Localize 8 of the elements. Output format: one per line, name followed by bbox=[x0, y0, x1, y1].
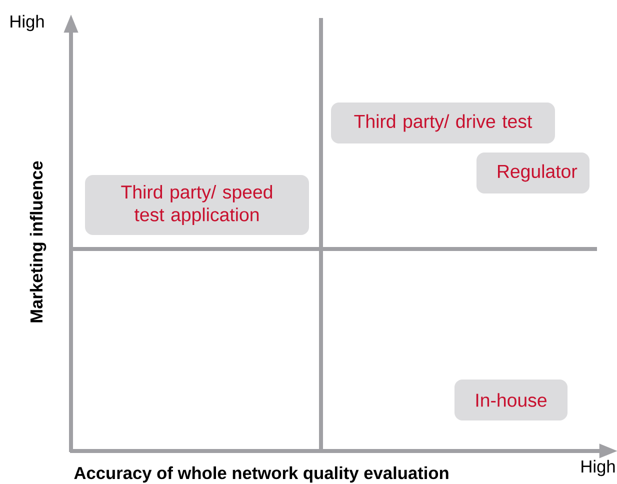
category-box: In-house bbox=[454, 379, 568, 421]
category-box: Regulator bbox=[476, 152, 590, 194]
axis-label: High bbox=[582, 460, 615, 476]
axis-label: High bbox=[10, 14, 44, 32]
category-box: Third party/ speed test application bbox=[85, 175, 309, 235]
axis-title: Marketing influence bbox=[30, 161, 46, 322]
axis-title: Accuracy of whole network quality evaluation bbox=[74, 466, 448, 483]
category-box: Third party/ drive test bbox=[331, 102, 555, 144]
